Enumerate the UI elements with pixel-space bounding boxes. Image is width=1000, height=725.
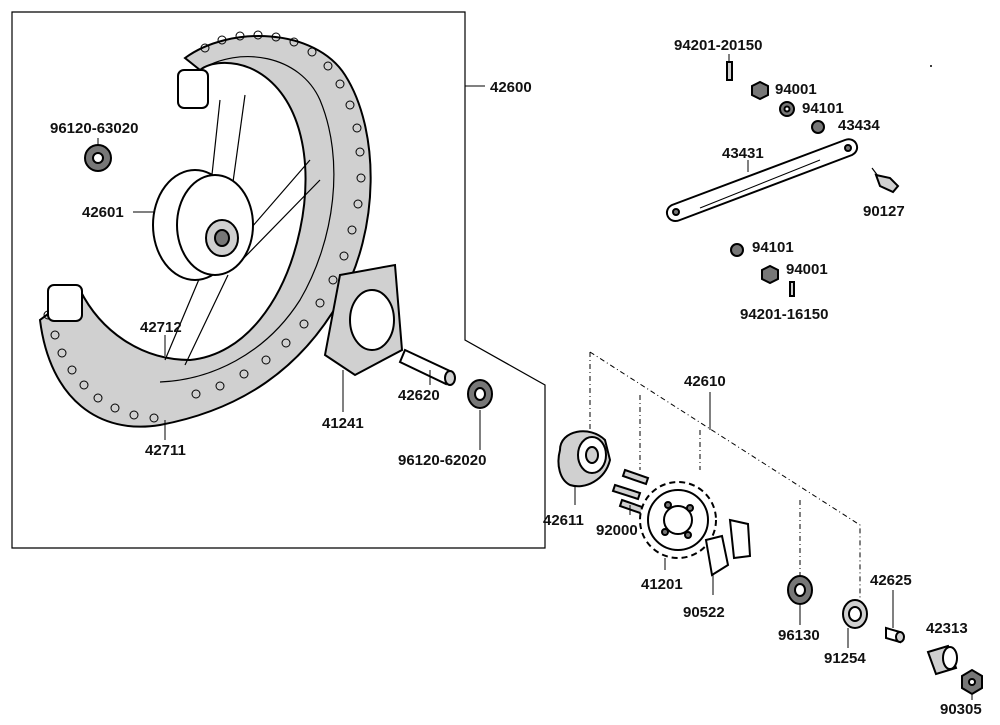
nut-94001-bottom (761, 264, 779, 285)
label-94201-20150: 94201-20150 (674, 37, 762, 54)
label-42625: 42625 (870, 572, 912, 589)
label-94101-bottom: 94101 (752, 239, 794, 256)
damper-41241 (323, 263, 404, 377)
spacer-42620 (398, 348, 456, 386)
bolt-90127 (871, 167, 900, 194)
bolts-92000 (611, 468, 650, 516)
label-94001-top: 94001 (775, 81, 817, 98)
label-43431: 43431 (722, 145, 764, 162)
sprocket-41201 (639, 481, 717, 559)
label-42620: 42620 (398, 387, 440, 404)
hub-42601 (152, 169, 254, 281)
label-90522: 90522 (683, 604, 725, 621)
label-94101-top: 94101 (802, 100, 844, 117)
bearing-96120-63020 (84, 144, 112, 172)
label-92000: 92000 (596, 522, 638, 539)
assembly-lines-42610 (589, 351, 861, 600)
label-42601: 42601 (82, 204, 124, 221)
torque-link-43431 (665, 138, 859, 222)
sprocket-hub-42611 (557, 430, 612, 488)
label-43434: 43434 (838, 117, 880, 134)
label-90127: 90127 (863, 203, 905, 220)
bearing-96120-62020 (467, 379, 493, 409)
washer-94101-top (779, 101, 795, 117)
spacer-42313 (926, 644, 958, 676)
seal-91254 (842, 599, 868, 629)
stray-dot (930, 65, 932, 67)
label-42600: 42600 (490, 79, 532, 96)
label-96130: 96130 (778, 627, 820, 644)
label-42313: 42313 (926, 620, 968, 637)
bearing-96130 (787, 575, 813, 605)
label-91254: 91254 (824, 650, 866, 667)
lock-plates-90522 (704, 518, 752, 577)
label-96120-63020: 96120-63020 (50, 120, 138, 137)
label-96120-62020: 96120-62020 (398, 452, 486, 469)
washer-94101-bottom (730, 243, 744, 257)
label-94001-bottom: 94001 (786, 261, 828, 278)
assembly-frame (11, 11, 546, 549)
pin-94201-20150 (726, 61, 733, 81)
wheel-tire (38, 30, 372, 428)
pin-94201-16150 (789, 281, 795, 297)
label-41241: 41241 (322, 415, 364, 432)
nut-94001-top (751, 80, 769, 101)
label-42712: 42712 (140, 319, 182, 336)
label-94201-16150: 94201-16150 (740, 306, 828, 323)
washer-43434 (811, 120, 825, 134)
label-41201: 41201 (641, 576, 683, 593)
label-42711: 42711 (145, 442, 186, 459)
label-42611: 42611 (543, 512, 584, 529)
nut-90305 (961, 668, 983, 696)
collar-42625 (885, 626, 905, 644)
label-90305: 90305 (940, 701, 982, 718)
label-42610: 42610 (684, 373, 726, 390)
